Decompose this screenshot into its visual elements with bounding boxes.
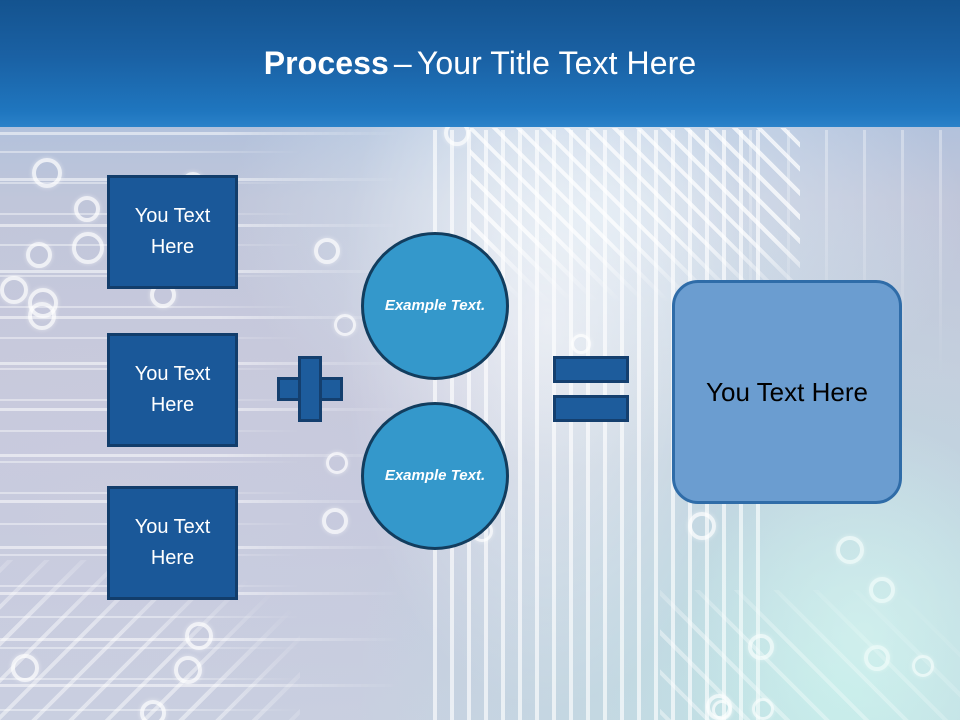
input-box-1[interactable]: You Text Here	[107, 175, 238, 289]
plus-sign-icon	[277, 356, 343, 422]
circuit-pad	[32, 158, 62, 188]
input-box-3-label: You Text Here	[134, 516, 211, 569]
example-circle-2-label: Example Text.	[384, 467, 486, 484]
circuit-pad	[314, 238, 340, 264]
circuit-pad	[706, 694, 732, 720]
circuit-pad	[185, 622, 213, 650]
circuit-pad	[26, 242, 52, 268]
circuit-pad	[322, 508, 348, 534]
circuit-pad	[72, 232, 104, 264]
page-title-regular: Your Title Text Here	[416, 45, 697, 81]
circuit-pad	[688, 512, 716, 540]
circuit-pad	[74, 196, 100, 222]
example-circle-2[interactable]: Example Text.	[361, 402, 509, 550]
equals-bottom-bar	[553, 395, 629, 422]
page-title-dash: –	[393, 45, 412, 81]
input-box-1-label: You Text Here	[134, 205, 211, 258]
circuit-pad	[912, 655, 934, 677]
equals-sign-icon	[553, 356, 629, 422]
input-box-3[interactable]: You Text Here	[107, 486, 238, 600]
circuit-pad	[140, 700, 166, 720]
title-band	[0, 0, 960, 127]
circuit-pad	[28, 288, 58, 318]
circuit-pad	[869, 577, 895, 603]
page-title-bold: Process	[263, 45, 389, 81]
circuit-pad	[836, 536, 864, 564]
circuit-bus-diagonal-bend	[470, 128, 800, 303]
input-box-2[interactable]: You Text Here	[107, 333, 238, 447]
circuit-pad	[174, 656, 202, 684]
circuit-pad	[0, 276, 28, 304]
circuit-pad	[334, 314, 356, 336]
circuit-pad	[712, 700, 732, 720]
circuit-traces-bottom-right	[660, 590, 960, 720]
circuit-pad	[326, 452, 348, 474]
plus-center-fill	[301, 380, 319, 398]
circuit-pad	[752, 698, 774, 720]
circuit-pad	[748, 634, 774, 660]
circuit-pad	[11, 654, 39, 682]
circuit-pad	[571, 334, 591, 354]
result-box-label: You Text Here	[706, 376, 868, 407]
equals-top-bar	[553, 356, 629, 383]
example-circle-1[interactable]: Example Text.	[361, 232, 509, 380]
example-circle-1-label: Example Text.	[384, 297, 486, 314]
input-box-2-label: You Text Here	[134, 363, 211, 416]
circuit-pad	[28, 302, 56, 330]
result-box[interactable]: You Text Here	[672, 280, 902, 504]
circuit-pad	[864, 645, 890, 671]
page-title: Process – Your Title Text Here	[0, 0, 960, 127]
